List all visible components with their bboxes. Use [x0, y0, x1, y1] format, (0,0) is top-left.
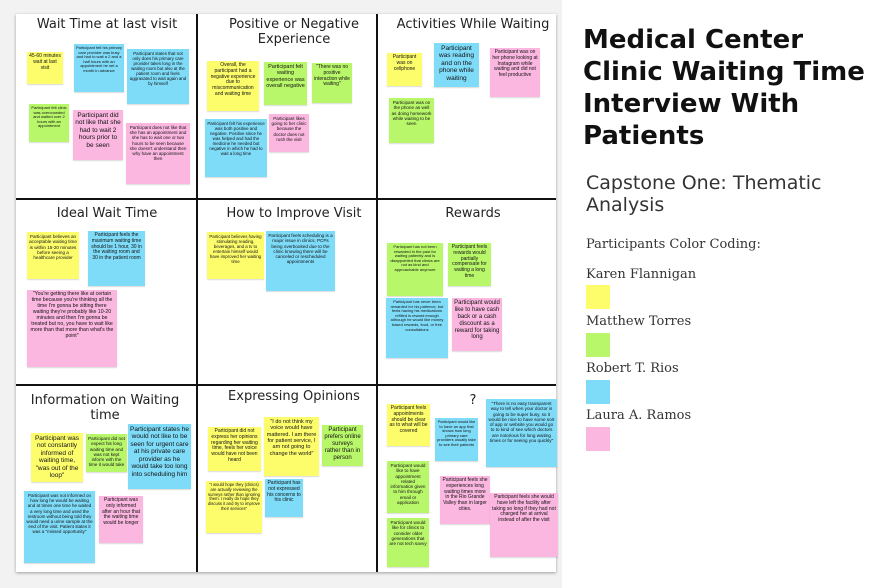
sticky-note: Participant would like to have an app th… [435, 418, 478, 461]
category-title: Activities While Waiting [396, 17, 550, 32]
grid-divider [196, 14, 198, 572]
sticky-note: "There was no positive interaction while… [312, 63, 352, 103]
sticky-note: Participant would like to have appointme… [387, 461, 429, 513]
page-title: Medical Center Clinic Waiting Time Inter… [583, 25, 865, 151]
sticky-note: Participant feels scheduling is a major … [266, 231, 335, 291]
legend-swatch [586, 333, 610, 357]
category-title: How to Improve Visit [226, 206, 362, 221]
grid-divider [16, 198, 556, 200]
category-title: Rewards [445, 206, 501, 221]
sticky-note: Participant has never been rewarded for … [386, 298, 448, 358]
sticky-note: Participant has not expressed his concer… [265, 479, 303, 517]
sticky-note: Participant felt clinic was overcrowded … [29, 104, 69, 142]
sticky-note: Participant was not constantly informed … [31, 433, 83, 482]
sticky-note: Participant believes an acceptable waiti… [27, 232, 79, 279]
sticky-note: Participant was on cellphone [387, 53, 422, 86]
sticky-note: 45-60 minutes wait at last visit [27, 52, 63, 84]
legend-swatch [586, 427, 610, 451]
sticky-note: Participant likes going to her clinic be… [269, 114, 309, 152]
sticky-note: Overall, the participant had a negative … [207, 61, 259, 111]
sticky-note: Participant felt his primary care provid… [74, 44, 124, 92]
legend-heading: Participants Color Coding: [586, 237, 761, 252]
sticky-note: Participant would like for clinics to co… [387, 518, 429, 567]
sticky-note: Participant felt waiting experience was … [264, 62, 307, 105]
sticky-note: Participant prefers online surveys rathe… [322, 425, 363, 466]
legend-name: Matthew Torres [586, 314, 692, 329]
page-subtitle: Capstone One: Thematic Analysis [586, 172, 822, 216]
sticky-note: Participant feels she would have left th… [490, 493, 558, 557]
sticky-note: Participant states he would not like to … [128, 424, 191, 489]
legend-name: Laura A. Ramos [586, 408, 692, 423]
grid-divider [376, 14, 378, 572]
sticky-note: Participant was not informed on how long… [24, 491, 95, 563]
sticky-note: Participant states that not only does hi… [127, 49, 189, 104]
sticky-note: Participant did not express her opinions… [208, 427, 261, 471]
category-title: Positive or Negative Experience [228, 17, 360, 47]
sticky-note: "I would hope they (clinics) are actuall… [206, 481, 262, 533]
sticky-note: Participant feels appointments should be… [387, 404, 430, 446]
sticky-note: Participant feels she experiences long w… [440, 476, 490, 524]
sticky-note: Participant feels rewards would partiall… [448, 243, 491, 286]
sticky-note: "You're getting there like at certain ti… [27, 290, 117, 367]
sticky-note: Participant was on her phone looking at … [490, 48, 540, 97]
sticky-note: Participant did not expect his long wait… [86, 434, 127, 472]
sticky-note: Participant believes having stimulating … [207, 232, 264, 279]
sticky-note: Participant does not like that she has a… [126, 123, 190, 184]
info-panel [562, 0, 877, 588]
sticky-note: Participant felt his experience was both… [205, 119, 267, 177]
sticky-note: Participant was on the phone as well as … [389, 98, 434, 143]
category-title: Wait Time at last visit [36, 17, 178, 32]
legend-swatch [586, 380, 610, 404]
legend-name: Karen Flannigan [586, 267, 697, 282]
legend-name: Robert T. Rios [586, 361, 679, 376]
legend-swatch [586, 285, 610, 309]
sticky-note: Participant was reading and on the phone… [434, 43, 479, 87]
category-title: ? [469, 393, 477, 408]
sticky-note: Participant would like to have cash back… [452, 298, 502, 351]
sticky-note: Participant did not like that she had to… [73, 110, 123, 160]
category-title: Information on Waiting time [30, 393, 180, 423]
sticky-note: "There is no easy transparent way to tel… [486, 399, 557, 467]
sticky-note: Participant has not been rewarded in the… [387, 243, 443, 296]
category-title: Expressing Opinions [228, 389, 360, 404]
sticky-note: Participant was only informed after an h… [99, 496, 143, 543]
category-title: Ideal Wait Time [56, 206, 158, 221]
sticky-note: "I do not think my voice would have matt… [264, 417, 319, 476]
sticky-note: Participant feels the maximum waiting ti… [88, 231, 145, 286]
grid-divider [16, 384, 556, 386]
